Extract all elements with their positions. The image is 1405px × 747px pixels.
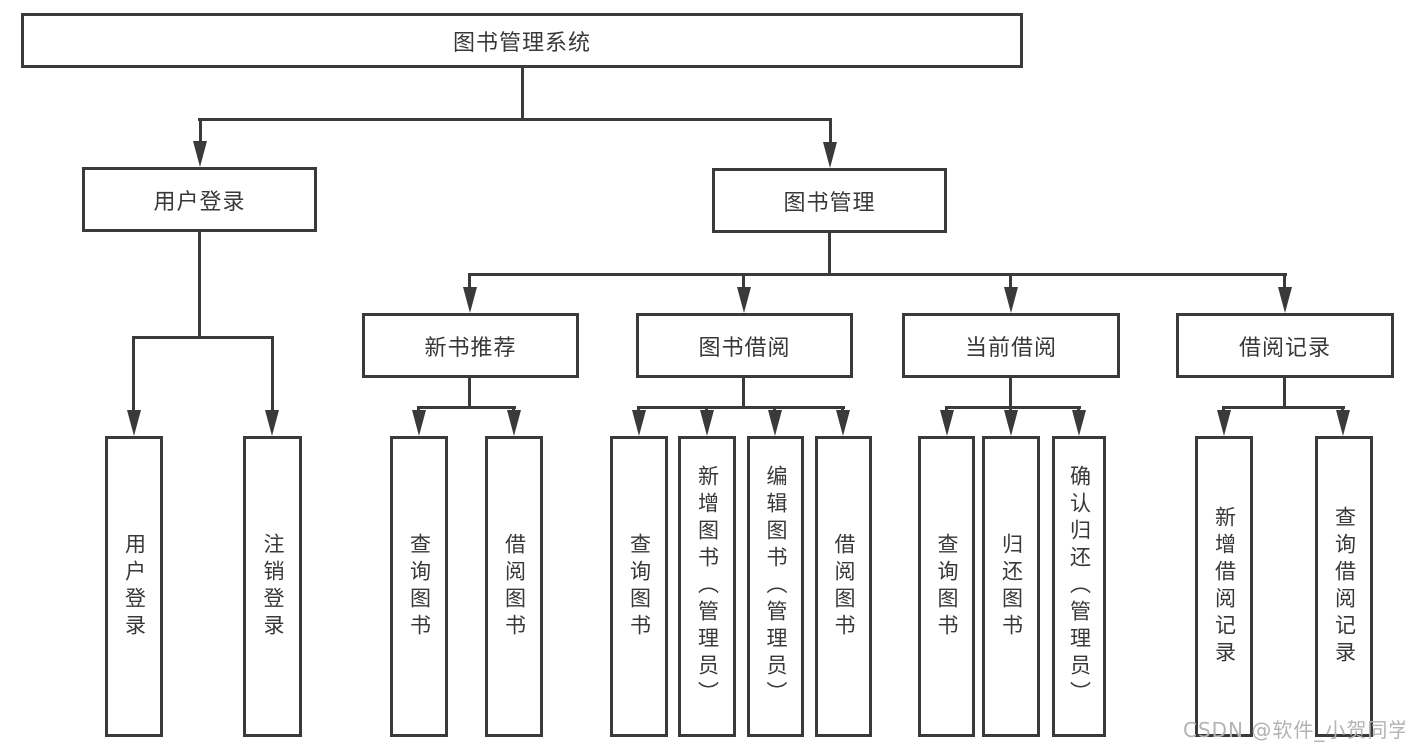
node-root: 图书管理系统 xyxy=(21,13,1023,68)
leaf-query-books-borrow: 查询图书 xyxy=(610,436,668,737)
edge-borrow-records-stem-line xyxy=(1283,378,1286,409)
edge-book-borrow-branch-line xyxy=(637,406,845,409)
node-borrow-records: 借阅记录 xyxy=(1176,313,1394,378)
edge-to-book-mgmt-line xyxy=(829,118,832,144)
arrowhead-icon xyxy=(940,410,954,436)
watermark-text: CSDN @软件_小贺同学 xyxy=(1183,718,1405,742)
edge-user-login-stem-line xyxy=(198,232,201,339)
edge-book-mgmt-branch-line xyxy=(468,273,1287,276)
leaf-query-books-current: 查询图书 xyxy=(918,436,975,737)
arrowhead-icon xyxy=(1336,410,1350,436)
edge-to-leaf-logout-line xyxy=(271,336,274,414)
edge-current-borrow-branch-line xyxy=(945,406,1081,409)
leaf-borrow-books: 借阅图书 xyxy=(815,436,872,737)
edge-user-login-branch-line xyxy=(132,336,274,339)
arrowhead-icon xyxy=(1004,410,1018,436)
node-current-borrow: 当前借阅 xyxy=(902,313,1120,378)
edge-new-book-rec-branch-line xyxy=(417,406,516,409)
leaf-confirm-return-admin: 确认归还（管理员） xyxy=(1052,436,1106,737)
leaf-logout: 注销登录 xyxy=(243,436,302,737)
arrowhead-icon xyxy=(507,410,521,436)
edge-to-current-borrow-line xyxy=(1009,276,1012,289)
edge-root-branch-line xyxy=(198,118,832,121)
arrowhead-icon xyxy=(737,287,751,313)
edge-book-mgmt-stem-line xyxy=(828,233,831,276)
arrowhead-icon xyxy=(127,410,141,436)
edge-borrow-records-branch-line xyxy=(1222,406,1345,409)
arrowhead-icon xyxy=(1278,287,1292,313)
arrowhead-icon xyxy=(1004,287,1018,313)
leaf-query-books-rec: 查询图书 xyxy=(390,436,448,737)
arrowhead-icon xyxy=(823,142,837,168)
node-user-login: 用户登录 xyxy=(82,167,317,232)
arrowhead-icon xyxy=(463,287,477,313)
arrowhead-icon xyxy=(1217,410,1231,436)
arrowhead-icon xyxy=(700,410,714,436)
node-book-mgmt: 图书管理 xyxy=(712,168,947,233)
node-new-book-rec: 新书推荐 xyxy=(362,313,579,378)
leaf-borrow-books-rec: 借阅图书 xyxy=(485,436,543,737)
leaf-add-borrow-record: 新增借阅记录 xyxy=(1195,436,1253,737)
edge-current-borrow-stem-line xyxy=(1009,378,1012,409)
edge-root-stem-line xyxy=(521,68,524,118)
arrowhead-icon xyxy=(836,410,850,436)
leaf-edit-books-admin: 编辑图书（管理员） xyxy=(747,436,804,737)
arrowhead-icon xyxy=(1072,410,1086,436)
leaf-return-books: 归还图书 xyxy=(982,436,1040,737)
edge-to-new-book-rec-line xyxy=(468,276,471,289)
edge-new-book-rec-stem-line xyxy=(468,378,471,409)
edge-to-borrow-records-line xyxy=(1283,276,1286,289)
arrowhead-icon xyxy=(632,410,646,436)
arrowhead-icon xyxy=(412,410,426,436)
arrowhead-icon xyxy=(768,410,782,436)
leaf-user-login: 用户登录 xyxy=(105,436,163,737)
arrowhead-icon xyxy=(265,410,279,436)
leaf-add-books-admin: 新增图书（管理员） xyxy=(678,436,736,737)
edge-to-user-login-line xyxy=(199,118,202,144)
arrowhead-icon xyxy=(193,141,207,167)
node-book-borrow: 图书借阅 xyxy=(636,313,853,378)
leaf-query-borrow-record: 查询借阅记录 xyxy=(1315,436,1373,737)
edge-to-leaf-login-line xyxy=(132,336,135,414)
edge-book-borrow-stem-line xyxy=(742,378,745,409)
edge-to-book-borrow-line xyxy=(742,276,745,289)
